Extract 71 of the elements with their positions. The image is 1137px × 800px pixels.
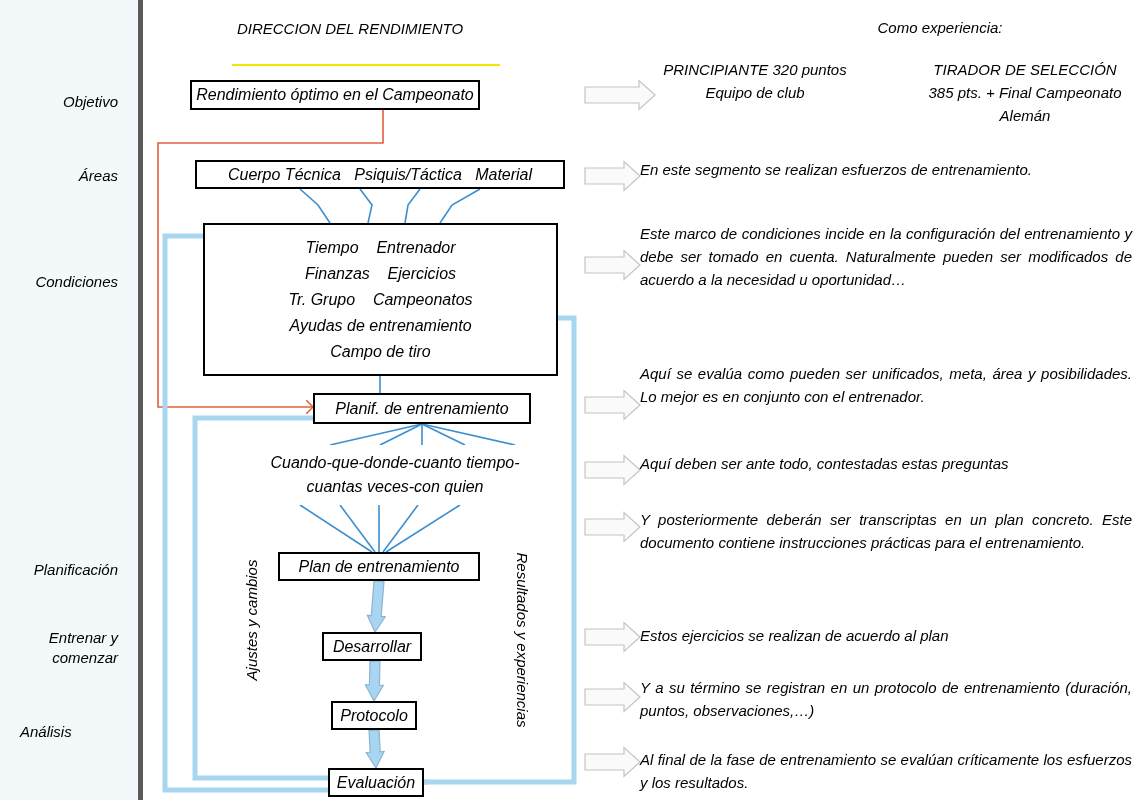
- connector-line: [339, 504, 376, 553]
- row-label: Objetivo: [61, 92, 118, 112]
- block-arrow: [584, 160, 641, 192]
- description-text: Aquí se evalúa como pueden ser unificados, meta, área y posibilidades. Lo mejor es en conjunto con el entrenador.: [640, 364, 1132, 407]
- process-box: [190, 80, 480, 110]
- block-arrow: [584, 79, 656, 111]
- block-arrow: [584, 249, 641, 281]
- question-text: Cuando-que-donde-cuanto tiempo-cuantas veces-con quien: [269, 453, 521, 497]
- down-arrow: [364, 660, 385, 703]
- process-box: [195, 160, 565, 189]
- connector-line: [385, 504, 461, 553]
- condition-line: Tiempo Entrenador: [305, 237, 456, 258]
- connector-line: [299, 188, 331, 224]
- connector-line: [299, 504, 373, 553]
- down-arrow: [365, 729, 386, 770]
- level-text: TIRADOR DE SELECCIÓN 385 pts. + Final Campeonato Alemán: [927, 60, 1123, 126]
- step-label: Planif. de entrenamiento: [335, 400, 509, 417]
- step-label: Plan de entrenamiento: [298, 558, 460, 575]
- description-text: Este marco de condiciones incide en la configuración del entrenamiento y debe ser tomado en cuenta. Naturalmente pueden ser modificados de acuerdo a la necesidad u oportunidad…: [640, 224, 1132, 290]
- row-label: Planificación: [32, 560, 118, 580]
- condition-line: Tr. Grupo Campeonatos: [288, 289, 473, 310]
- condition-line: Campo de tiro: [330, 341, 431, 362]
- connector-line: [379, 375, 381, 394]
- block-arrow: [584, 746, 641, 778]
- row-label: Análisis: [20, 722, 73, 742]
- feedback-line: [162, 233, 328, 793]
- connector-line: [359, 188, 373, 224]
- process-box: [331, 701, 417, 730]
- block-arrow: [584, 389, 641, 421]
- description-text: Y posteriormente deberán ser transcriptas en un plan concreto. Este documento contiene instrucciones prácticas para el entrenamiento.: [640, 510, 1132, 553]
- feedback-line: [192, 415, 328, 781]
- block-arrow: [584, 681, 641, 713]
- block-arrow: [584, 511, 641, 543]
- connector-line: [378, 504, 380, 553]
- process-box: [278, 552, 480, 581]
- down-arrow: [366, 579, 387, 634]
- process-box: [328, 768, 424, 797]
- diagram-title: DIRECCION DEL RENDIMIENTO: [235, 19, 465, 39]
- process-box: [313, 393, 531, 424]
- connector-line: [404, 188, 421, 224]
- connector-line: [421, 423, 423, 446]
- block-arrow: [584, 454, 641, 486]
- loop-label: Ajustes y cambios: [242, 559, 261, 681]
- description-text: Y a su término se registran en un protocolo de entrenamiento (duración, puntos, observaciones,…): [640, 678, 1132, 721]
- row-label: Áreas: [77, 166, 118, 186]
- row-label: Condiciones: [34, 272, 118, 292]
- step-label: Evaluación: [336, 774, 416, 791]
- block-arrow: [584, 621, 641, 653]
- step-label: Rendimiento óptimo en el Campeonato: [196, 87, 474, 103]
- level-text: PRINCIPIANTE 320 puntos Equipo de club: [662, 60, 848, 103]
- description-text: Aquí deben ser ante todo, contestadas estas preguntas: [640, 454, 1010, 474]
- condition-line: Finanzas Ejercicios: [304, 263, 457, 284]
- loop-label: Resultados y experiencias: [513, 552, 532, 728]
- connector-line: [379, 423, 423, 446]
- step-label: Cuerpo Técnica Psiquis/Táctica Material: [227, 166, 533, 183]
- column-heading: Como experiencia:: [876, 18, 1004, 38]
- row-label: Entrenar y comenzar: [47, 628, 118, 668]
- connector-line: [439, 188, 481, 224]
- process-box: [203, 223, 558, 376]
- feedback-line: [423, 315, 577, 786]
- description-text: Al final de la fase de entrenamiento se evalúan críticamente los esfuerzos y los resultados.: [640, 750, 1132, 793]
- condition-line: Ayudas de entrenamiento: [289, 315, 472, 336]
- description-text: Estos ejercicios se realizan de acuerdo al plan: [640, 626, 950, 646]
- connector-line: [157, 109, 384, 415]
- connector-line: [421, 423, 466, 446]
- connector-line: [382, 504, 419, 553]
- description-text: En este segmento se realizan esfuerzos de entrenamiento.: [640, 160, 1033, 180]
- process-box: [322, 632, 422, 661]
- step-label: Desarrollar: [332, 638, 412, 655]
- step-label: Protocolo: [340, 707, 408, 724]
- connector-line: [421, 423, 516, 446]
